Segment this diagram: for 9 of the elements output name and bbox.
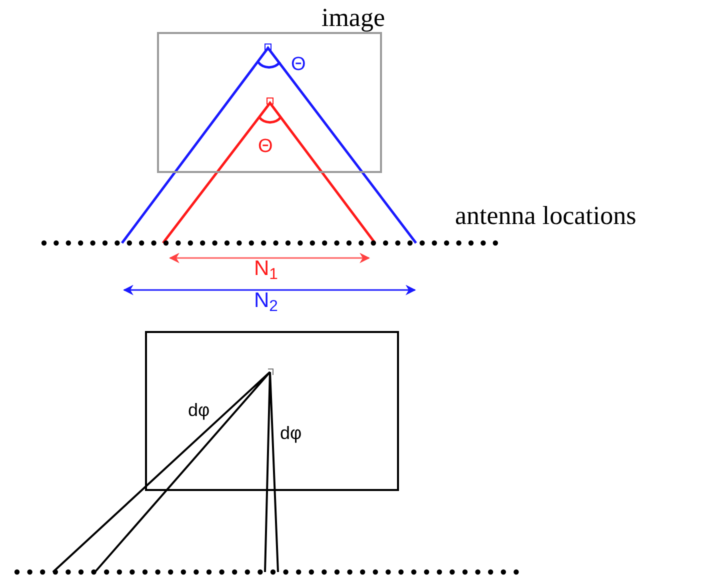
dimension-label: N$_{1}$ <box>254 258 278 279</box>
angle-label: dφ <box>280 424 302 442</box>
dimension-label: N$_{2}$ <box>254 290 278 311</box>
axis-label: antenna locations <box>455 203 636 229</box>
image-area-box <box>145 331 399 491</box>
box-heading: image <box>321 2 385 34</box>
angle-label: Θ <box>291 55 306 74</box>
angle-label: Θ <box>258 137 273 156</box>
angle-label: dφ <box>188 401 210 419</box>
